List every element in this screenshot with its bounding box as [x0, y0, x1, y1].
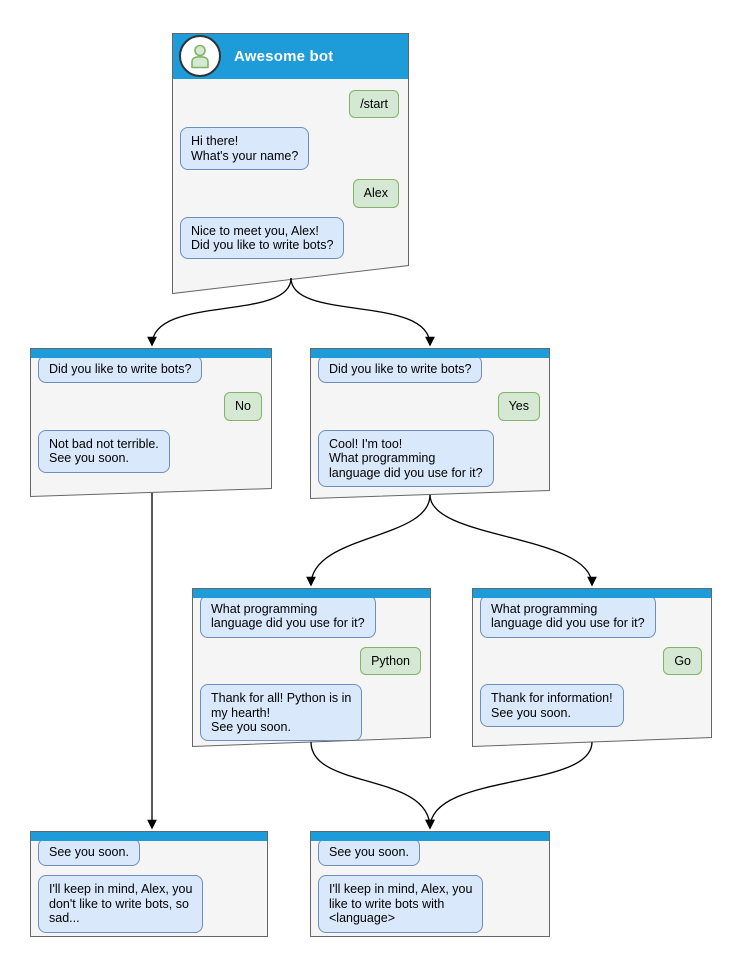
- bot-message-bubble: Did you like to write bots?: [318, 355, 483, 384]
- avatar: [179, 35, 221, 77]
- bot-message-bubble: Nice to meet you, Alex! Did you like to …: [180, 216, 345, 260]
- bot-message-bubble: Cool! I'm too! What programming language…: [318, 429, 494, 487]
- user-message-bubble: Python: [360, 646, 421, 676]
- user-message-bubble: No: [224, 392, 262, 421]
- chat-window-title: Awesome bot: [234, 47, 334, 65]
- bot-message-bubble: What programming language did you use fo…: [480, 595, 656, 638]
- bot-message-bubble: See you soon.: [38, 838, 140, 867]
- bot-message-bubble: Thank for information! See you soon.: [480, 684, 624, 727]
- bot-message-bubble: I'll keep in mind, Alex, you like to wri…: [318, 875, 484, 933]
- chat-window-end-no: See you soon. I'll keep in mind, Alex, y…: [30, 831, 268, 937]
- user-message-bubble: Yes: [497, 392, 540, 421]
- chat-window-header: [310, 831, 550, 841]
- chat-window-end-yes: See you soon. I'll keep in mind, Alex, y…: [310, 831, 550, 937]
- bot-message-bubble: See you soon.: [318, 838, 420, 867]
- edge-yes-to-go: [429, 494, 597, 587]
- user-message-bubble: /start: [349, 90, 399, 119]
- edge-python-to-end-yes: [310, 741, 435, 830]
- chat-window-header: [192, 588, 431, 598]
- bot-message-bubble: I'll keep in mind, Alex, you don't like …: [38, 875, 204, 933]
- chat-window-header: [30, 348, 272, 358]
- chat-window-header: [472, 588, 712, 598]
- chat-window-header: [30, 831, 268, 841]
- chat-window-header: [310, 348, 550, 358]
- bot-message-bubble: Thank for all! Python is in my hearth! S…: [200, 684, 363, 742]
- bot-message-bubble: What programming language did you use fo…: [200, 595, 376, 638]
- bot-message-bubble: Did you like to write bots?: [38, 355, 203, 384]
- chat-window-root: Awesome bot /start Hi there! What's your…: [172, 33, 409, 293]
- chat-window-python: What programming language did you use fo…: [192, 588, 431, 746]
- chat-window-go: What programming language did you use fo…: [472, 588, 712, 746]
- edge-go-to-end-yes: [425, 741, 593, 830]
- bot-message-bubble: Not bad not terrible. See you soon.: [38, 429, 170, 473]
- edge-root-to-yes: [290, 277, 435, 347]
- chat-window-yes: Did you like to write bots? Yes Cool! I'…: [310, 348, 550, 498]
- chat-window-header: Awesome bot: [172, 33, 409, 79]
- bot-message-bubble: Hi there! What's your name?: [180, 127, 310, 171]
- edge-yes-to-python: [306, 494, 431, 587]
- person-icon: [191, 44, 209, 69]
- user-message-bubble: Go: [663, 646, 702, 676]
- user-message-bubble: Alex: [352, 179, 399, 208]
- chat-window-no: Did you like to write bots? No Not bad n…: [30, 348, 272, 496]
